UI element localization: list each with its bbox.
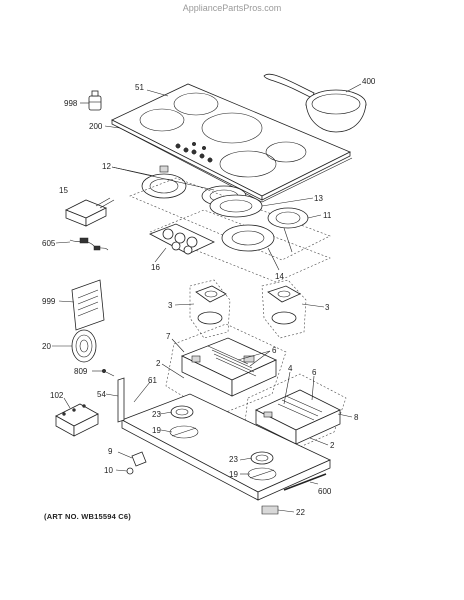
part-16-infinite-switch-bank[interactable]	[149, 223, 215, 255]
part-14-large-element[interactable]	[221, 224, 293, 253]
part-54-mounting-bracket[interactable]	[117, 377, 125, 423]
part-51-glass-cooktop[interactable]	[111, 83, 351, 201]
callout-3a[interactable]: 3	[168, 301, 173, 310]
callout-15[interactable]: 15	[59, 186, 68, 195]
part-19-bracket-left[interactable]	[169, 425, 199, 439]
part-8-generator-board-assembly[interactable]	[243, 373, 347, 455]
part-13-radiant-element[interactable]	[209, 194, 263, 218]
callout-20[interactable]: 20	[42, 342, 51, 351]
part-400-cookware-pan[interactable]	[263, 73, 367, 133]
callout-7[interactable]: 7	[166, 332, 171, 341]
callout-12[interactable]: 12	[102, 162, 111, 171]
callout-54[interactable]: 54	[97, 390, 106, 399]
callout-3b[interactable]: 3	[325, 303, 330, 312]
part-200-trim-frame[interactable]	[115, 125, 353, 203]
callout-13[interactable]: 13	[314, 194, 323, 203]
callout-809[interactable]: 809	[74, 367, 88, 376]
callout-61[interactable]: 61	[148, 376, 157, 385]
callout-19b[interactable]: 19	[229, 470, 238, 479]
part-999-owners-manual[interactable]	[71, 279, 105, 331]
callout-6b[interactable]: 6	[312, 368, 317, 377]
part-102-junction-block[interactable]	[55, 403, 99, 437]
callout-14[interactable]: 14	[275, 272, 284, 281]
callout-2b[interactable]: 2	[330, 441, 335, 450]
part-22-filter[interactable]	[261, 505, 279, 515]
callout-8[interactable]: 8	[354, 413, 359, 422]
callout-6a[interactable]: 6	[272, 346, 277, 355]
part-61-burner-box-chassis[interactable]	[121, 393, 331, 501]
callout-19a[interactable]: 19	[152, 426, 161, 435]
callout-labels: 400 51 998 200 12 15 13 11 605 16 14 999…	[42, 77, 376, 517]
callout-2a[interactable]: 2	[156, 359, 161, 368]
part-605-wire-harness[interactable]	[69, 237, 109, 251]
part-23-fan-left[interactable]	[170, 405, 194, 419]
callout-16[interactable]: 16	[151, 263, 160, 272]
part-809-screw[interactable]	[101, 368, 115, 377]
part-10-screw[interactable]	[126, 467, 134, 475]
callout-9[interactable]: 9	[108, 447, 113, 456]
part-11-radiant-element[interactable]	[267, 207, 309, 229]
callout-22[interactable]: 22	[296, 508, 305, 517]
burner-box-outline	[129, 177, 331, 283]
leader-lines	[52, 83, 362, 513]
part-9-clip[interactable]	[131, 451, 147, 467]
part-3-induction-coil-left[interactable]	[189, 279, 231, 339]
callout-10[interactable]: 10	[104, 466, 113, 475]
part-20-power-cord-coil[interactable]	[71, 329, 97, 363]
callout-51[interactable]: 51	[135, 83, 144, 92]
callout-23b[interactable]: 23	[229, 455, 238, 464]
callout-998[interactable]: 998	[64, 99, 78, 108]
callout-4[interactable]: 4	[288, 364, 293, 373]
watermark: AppliancePartsPros.com	[182, 3, 282, 13]
part-23-fan-right[interactable]	[250, 451, 274, 465]
part-998-cleaner-bottle[interactable]	[88, 90, 102, 111]
art-number: (ART NO. WB15594 C6)	[44, 512, 131, 521]
heatsink-fins	[207, 345, 257, 377]
callout-400[interactable]: 400	[362, 77, 376, 86]
part-15-terminal-block[interactable]	[65, 197, 115, 227]
part-600-trim-rail[interactable]	[283, 473, 327, 491]
cooktop-touch-controls	[175, 141, 213, 163]
callout-600[interactable]: 600	[318, 487, 332, 496]
callout-102[interactable]: 102	[50, 391, 64, 400]
callout-23a[interactable]: 23	[152, 410, 161, 419]
callout-200[interactable]: 200	[89, 122, 103, 131]
callout-605[interactable]: 605	[42, 239, 56, 248]
part-7-generator-board-assembly[interactable]	[165, 323, 287, 417]
callout-999[interactable]: 999	[42, 297, 56, 306]
callout-11[interactable]: 11	[323, 211, 332, 220]
part-3-induction-coil-right[interactable]	[261, 279, 307, 339]
